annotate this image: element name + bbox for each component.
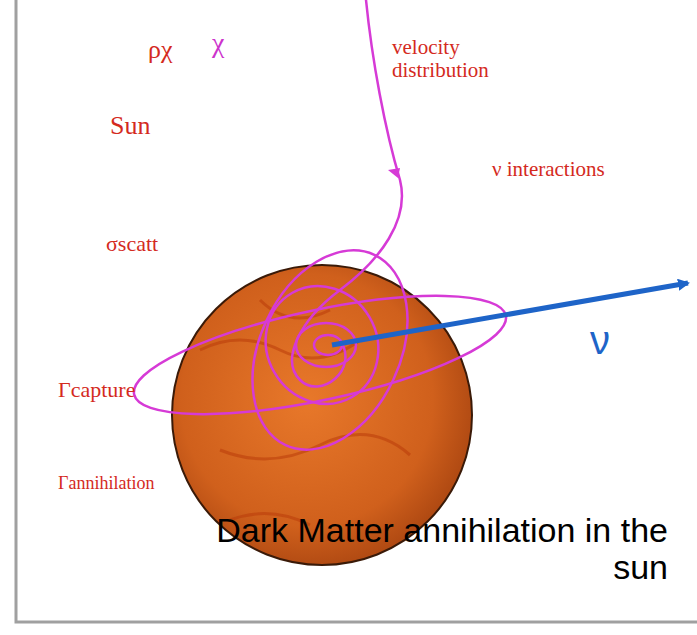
velocity-label: velocity distribution — [392, 36, 512, 82]
density-label: ρχ — [148, 36, 173, 65]
wimp-symbol: χ — [212, 28, 224, 59]
interactions-label: ν interactions — [492, 158, 605, 181]
caption-text: Dark Matter annihilation in the sun — [200, 512, 668, 587]
wimp-trajectory — [125, 0, 515, 475]
capture-rate-label: Γcapture — [58, 378, 135, 402]
annihilation-rate-label: Γannihilation — [58, 474, 154, 494]
neutrino-arrow — [332, 283, 688, 345]
neutrino-label: ν — [590, 318, 610, 362]
sun-label: Sun — [110, 112, 150, 141]
panel-frame — [16, 0, 697, 622]
trajectory-arrowhead — [388, 168, 400, 178]
cross-section-label: σscatt — [106, 232, 158, 256]
